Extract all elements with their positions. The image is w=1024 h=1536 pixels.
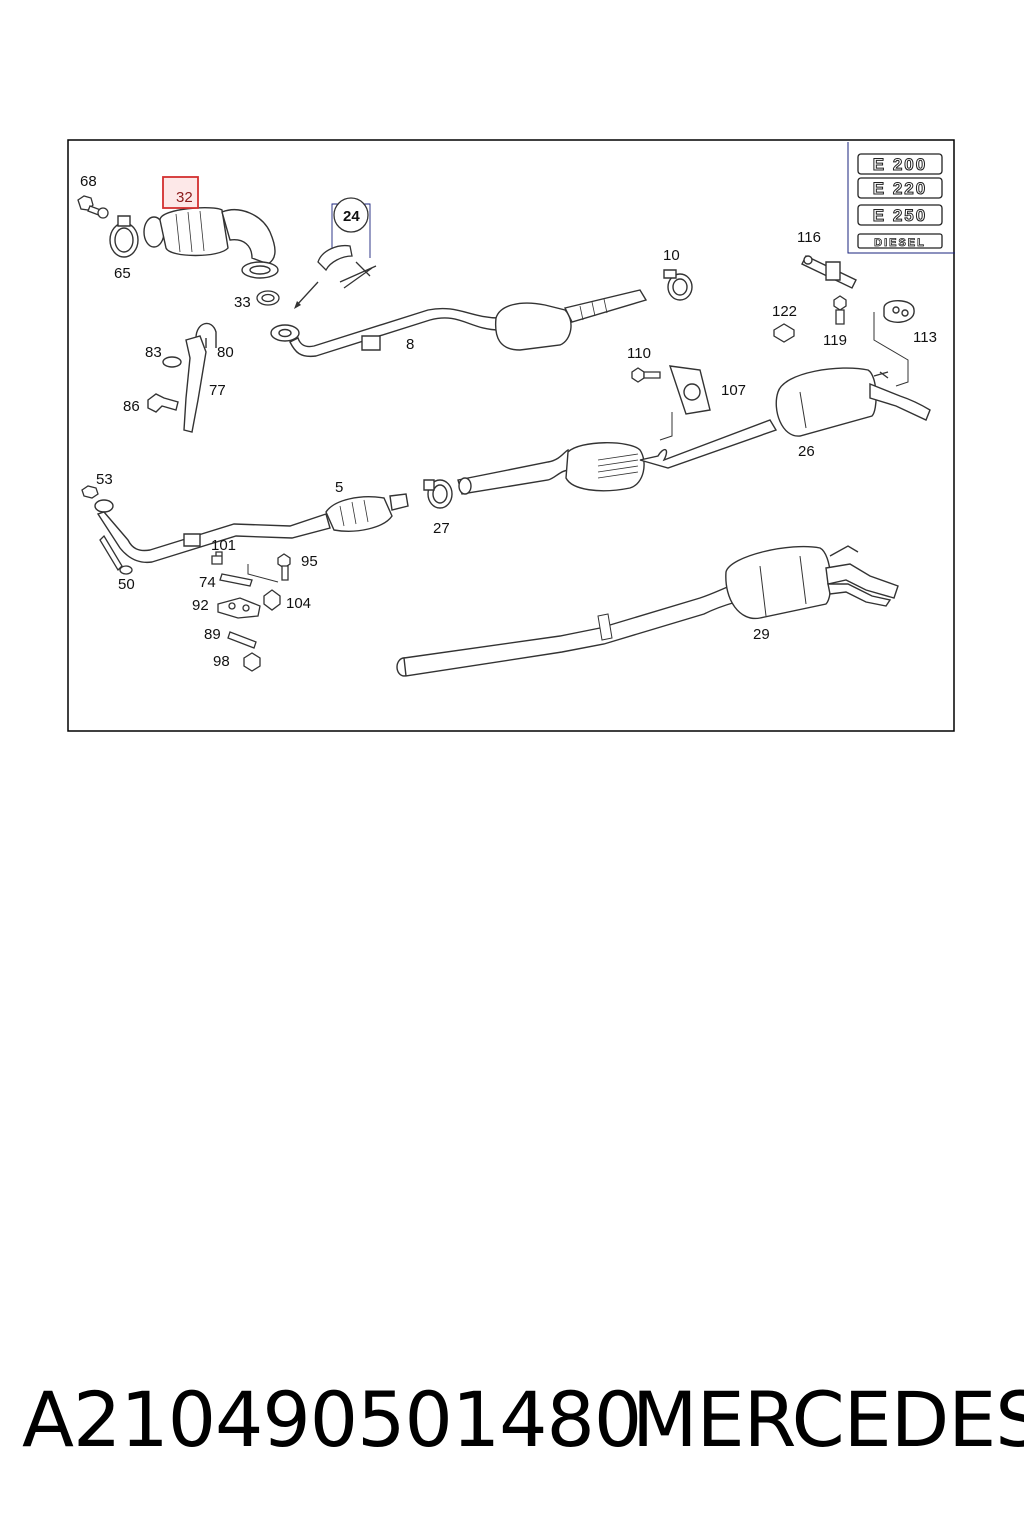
clamp-10-drawing (663, 269, 693, 301)
callout-10[interactable]: 10 (663, 247, 680, 264)
callout-122[interactable]: 122 (772, 303, 797, 320)
front-pipe-5-drawing (94, 493, 409, 564)
muffler-26-drawing (457, 367, 931, 495)
callout-77[interactable]: 77 (209, 382, 226, 399)
badge-diesel: DIESEL (874, 237, 926, 249)
callout-32-highlight (162, 176, 199, 209)
hanger-116-drawing (801, 255, 857, 289)
front-pipe-8-drawing (270, 289, 648, 358)
caption-bar: A210490501480 MERCEDES (0, 1372, 1024, 1482)
callout-26[interactable]: 26 (798, 443, 815, 460)
badge-e220: E 220 (873, 179, 927, 198)
bolt-110-drawing (631, 367, 661, 383)
callout-80[interactable]: 80 (217, 344, 234, 361)
callout-116[interactable]: 116 (797, 229, 821, 246)
bracket-24-drawing (317, 203, 377, 289)
callout-27[interactable]: 27 (433, 520, 450, 537)
bolt-68-drawing (77, 195, 109, 219)
part-number: A210490501480 (22, 1375, 642, 1464)
callout-24-circle (333, 197, 369, 233)
catalytic-converter-32-drawing (143, 207, 279, 279)
callout-92[interactable]: 92 (192, 597, 209, 614)
callout-83[interactable]: 83 (145, 344, 162, 361)
screw-119-drawing (833, 295, 847, 325)
callout-110[interactable]: 110 (627, 345, 651, 362)
callout-labels: 68 32 65 24 33 10 116 122 119 113 83 80 … (80, 173, 937, 670)
badge-e200: E 200 (873, 155, 927, 174)
clamp-27-drawing (423, 479, 453, 509)
callout-33[interactable]: 33 (234, 294, 251, 311)
callout-113[interactable]: 113 (913, 329, 937, 346)
model-badge-panel: E 200 E 220 E 250 DIESEL (847, 142, 955, 254)
rear-muffler-29-drawing (396, 545, 899, 677)
callout-86[interactable]: 86 (123, 398, 140, 415)
callout-50[interactable]: 50 (118, 576, 135, 593)
nut-122-drawing (773, 323, 795, 343)
callout-29[interactable]: 29 (753, 626, 770, 643)
exhaust-system-diagram: E 200 E 220 E 250 DIESEL (67, 139, 955, 732)
callout-53[interactable]: 53 (96, 471, 113, 488)
callout-65[interactable]: 65 (114, 265, 131, 282)
badge-e250: E 250 (873, 206, 927, 225)
callout-98[interactable]: 98 (213, 653, 230, 670)
callout-24[interactable]: 24 (343, 208, 360, 225)
callout-104[interactable]: 104 (286, 595, 311, 612)
hanger-107-drawing (659, 365, 711, 441)
gasket-33-drawing (256, 290, 280, 306)
callout-8[interactable]: 8 (406, 336, 414, 353)
assembly-arrow (295, 281, 319, 307)
diagram-frame (67, 139, 955, 732)
callout-107[interactable]: 107 (721, 382, 746, 399)
callout-95[interactable]: 95 (301, 553, 318, 570)
nut-53-drawing (81, 485, 99, 499)
rubber-mount-113-drawing (873, 300, 915, 387)
bracket-77-drawing (147, 322, 217, 433)
callout-5[interactable]: 5 (335, 479, 343, 496)
brand-name: MERCEDES (632, 1375, 1024, 1464)
callout-119[interactable]: 119 (823, 332, 847, 349)
callout-89[interactable]: 89 (204, 626, 221, 643)
clamp-65-drawing (109, 215, 139, 258)
callout-32[interactable]: 32 (176, 189, 193, 206)
bolt-50-drawing (99, 534, 133, 575)
small-hardware-drawing (211, 551, 291, 672)
callout-74[interactable]: 74 (199, 574, 216, 591)
callout-101[interactable]: 101 (211, 537, 236, 554)
callout-68[interactable]: 68 (80, 173, 97, 190)
